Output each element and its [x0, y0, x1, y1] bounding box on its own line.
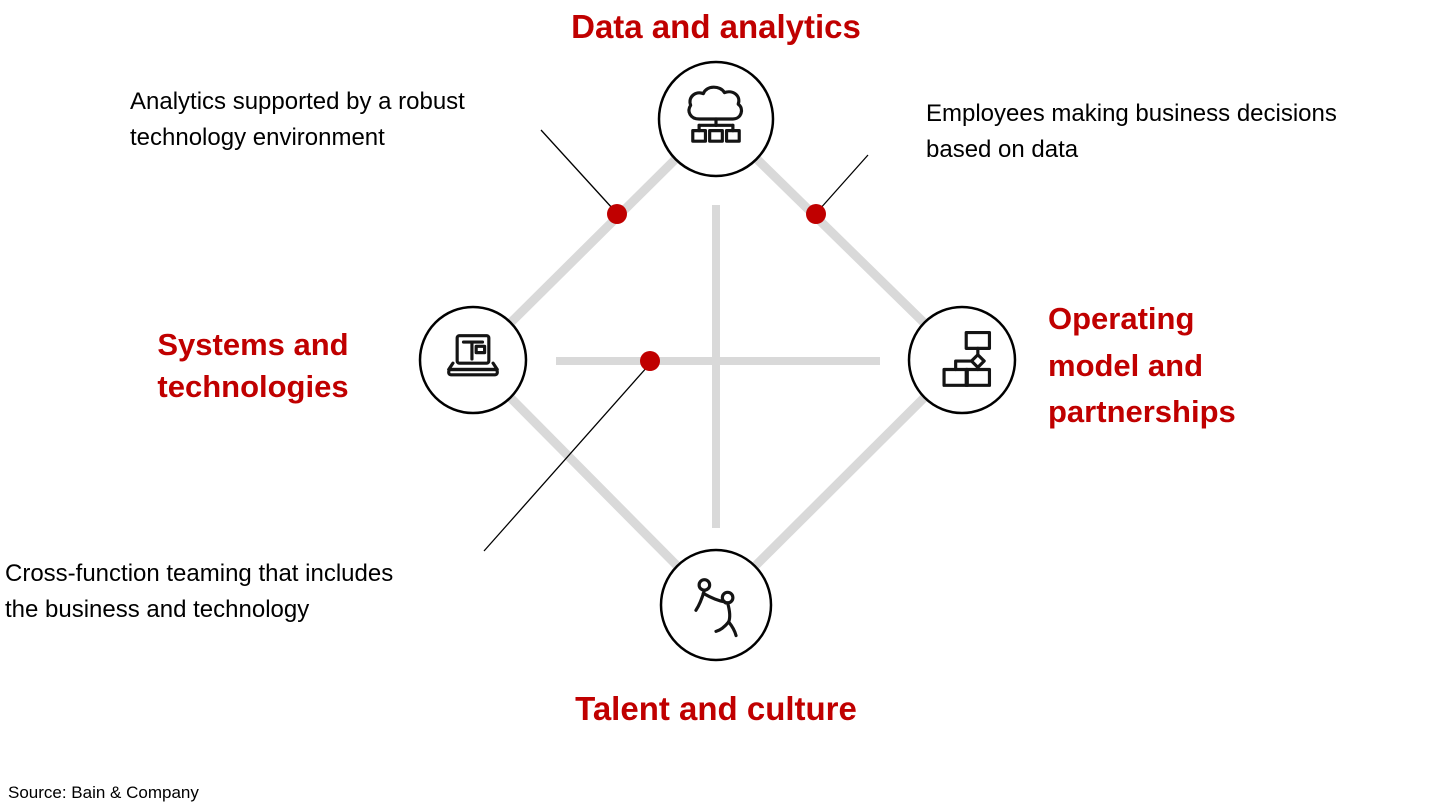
cloud-network-icon	[678, 81, 754, 157]
callout-line-bottom-left	[483, 365, 649, 552]
source-credit: Source: Bain & Company	[8, 783, 199, 802]
edge-left-bottom	[469, 356, 720, 609]
callout-line-top-right	[818, 154, 869, 211]
callout-line-top-left	[540, 129, 614, 210]
connector-dot-analytics-tech	[607, 204, 627, 224]
annotation-business-decisions: Employees making business decisions base…	[926, 100, 1337, 163]
node-label-systems-technologies: Systems and technologies	[157, 327, 349, 404]
laptop-icon	[435, 322, 511, 398]
org-chart-icon	[924, 322, 1000, 398]
edge-right-bottom	[712, 356, 966, 609]
annotation-cross-function-teaming: Cross-function teaming that includes the…	[5, 560, 394, 623]
node-label-talent-culture: Talent and culture	[575, 690, 857, 727]
node-label-operating-model: Operating model and partnerships	[1048, 301, 1236, 429]
connector-dot-decisions-data	[806, 204, 826, 224]
connector-dot-cross-function	[640, 351, 660, 371]
helping-people-icon	[678, 567, 754, 643]
node-circle-talent-culture	[659, 548, 773, 662]
annotation-analytics-technology: Analytics supported by a robust technolo…	[130, 88, 465, 151]
node-label-data-analytics: Data and analytics	[571, 8, 861, 45]
